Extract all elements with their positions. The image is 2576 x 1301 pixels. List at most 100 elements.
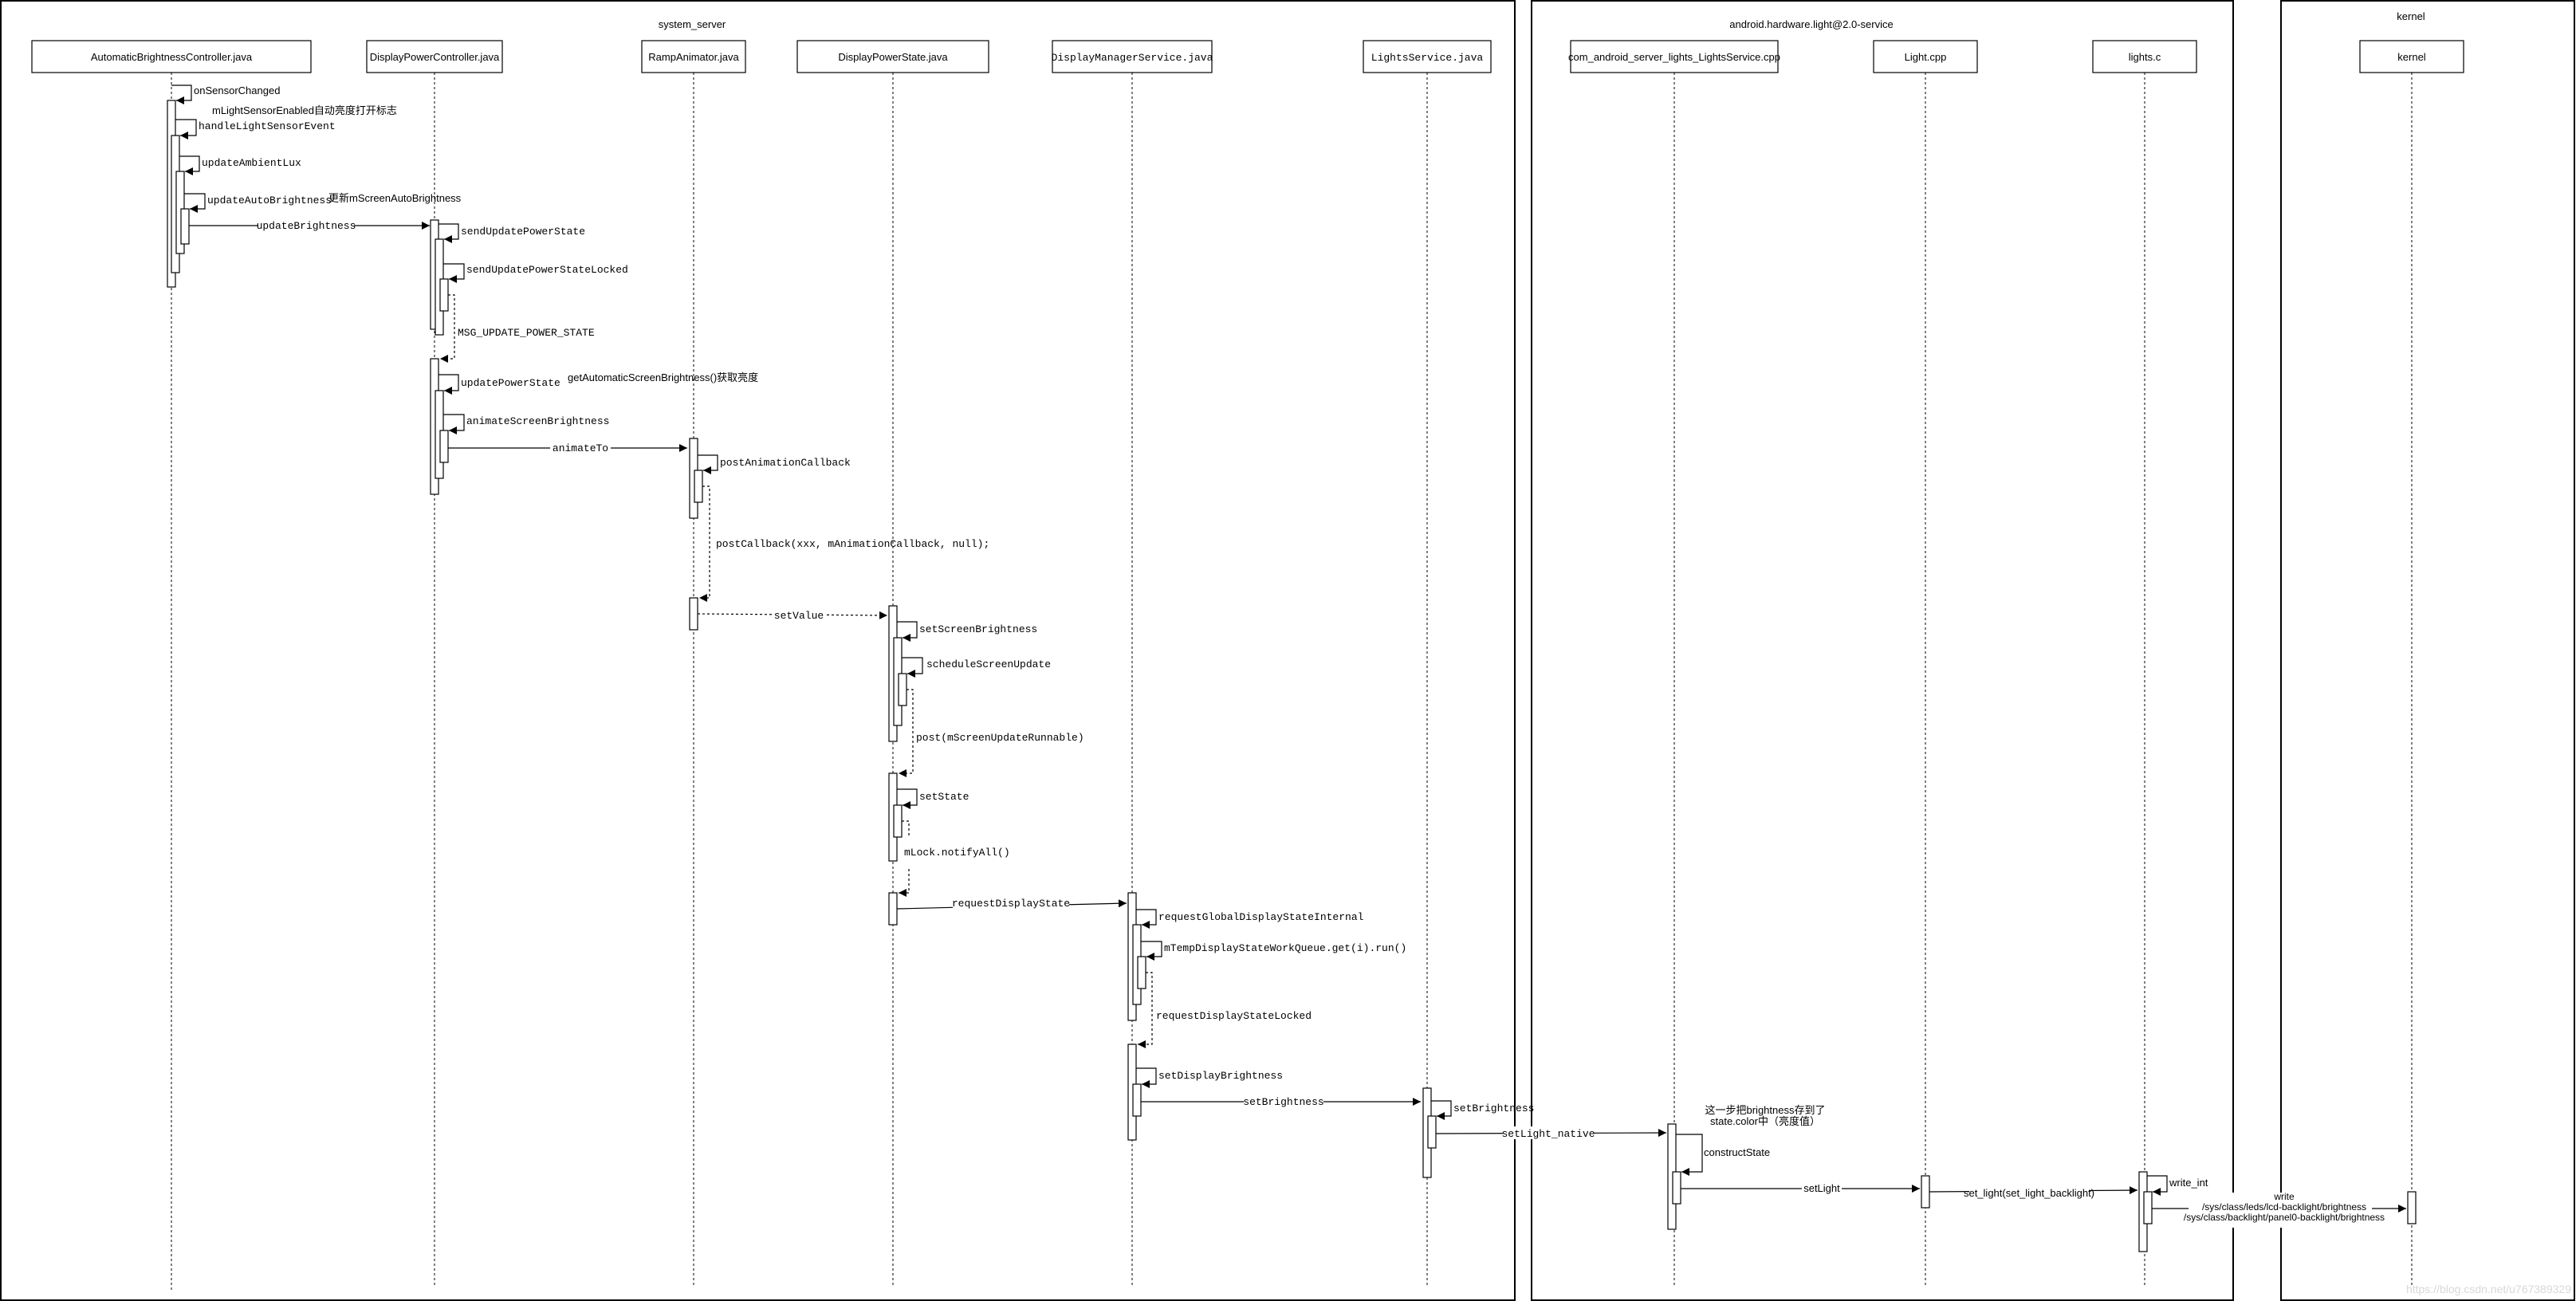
self-call-arrow bbox=[1136, 1067, 1157, 1088]
group-frame-kernel bbox=[2280, 0, 2575, 1301]
msg-label-onSensorChanged: onSensorChanged bbox=[194, 85, 280, 96]
self-call-arrow bbox=[171, 85, 192, 104]
label-bg bbox=[1969, 1187, 2089, 1199]
msg-label-setLight_native: setLight_native bbox=[1501, 1128, 1595, 1140]
activation-bar bbox=[898, 673, 907, 706]
async-arrow bbox=[899, 869, 910, 897]
activation-bar bbox=[1427, 1115, 1437, 1149]
msg-label-postAnimationCallback: postAnimationCallback bbox=[720, 457, 851, 469]
activation-bar bbox=[1137, 956, 1146, 989]
msg-label-setBrightness-self: setBrightness bbox=[1453, 1103, 1534, 1114]
self-call-arrow bbox=[439, 374, 459, 395]
group-label-system-server: system_server bbox=[659, 18, 726, 30]
self-call-arrow bbox=[439, 223, 459, 243]
async-arrow bbox=[899, 689, 914, 777]
msg-label-postCallback: postCallback(xxx, mAnimationCallback, nu… bbox=[716, 538, 989, 550]
label-bg bbox=[1503, 1126, 1594, 1139]
activation-bar bbox=[694, 470, 703, 503]
participant-label: DisplayPowerState.java bbox=[838, 51, 948, 63]
self-call-arrow bbox=[897, 788, 918, 809]
activation-bar bbox=[888, 892, 898, 926]
self-call-arrow bbox=[2147, 1175, 2168, 1196]
msg-label-post-mScreenUpdateRunnable: post(mScreenUpdateRunnable) bbox=[916, 732, 1084, 744]
participant-kernel: kernel bbox=[2359, 40, 2464, 1285]
self-call-arrow bbox=[1141, 941, 1162, 961]
watermark: https://blog.csdn.net/u767389329 bbox=[2406, 1283, 2571, 1295]
group-label-kernel: kernel bbox=[2397, 10, 2425, 22]
self-call-arrow bbox=[1676, 1134, 1703, 1176]
label-bg bbox=[953, 896, 1069, 909]
participant-abc: AutomaticBrightnessController.java bbox=[31, 40, 312, 1291]
text-line: state.color中（亮度值） bbox=[1710, 1115, 1820, 1127]
activation-bar bbox=[893, 804, 903, 838]
msg-label-MSG_UPDATE_POWER_STATE: MSG_UPDATE_POWER_STATE bbox=[458, 327, 595, 339]
async-arrow bbox=[902, 820, 910, 837]
participant-label: AutomaticBrightnessController.java bbox=[91, 51, 253, 63]
self-call-arrow bbox=[184, 193, 206, 213]
self-call-arrow bbox=[902, 657, 923, 678]
label-bg bbox=[1802, 1182, 1842, 1194]
activation-bar bbox=[2407, 1191, 2417, 1224]
async-arrows bbox=[440, 294, 1153, 1048]
msg-label-updateBrightness: updateBrightness bbox=[257, 220, 356, 232]
async-arrow bbox=[699, 485, 710, 602]
msg-label-requestDisplayState: requestDisplayState bbox=[952, 898, 1070, 910]
msg-label-animateScreenBrightness: animateScreenBrightness bbox=[466, 415, 609, 427]
participant-label: LightsService.java bbox=[1371, 52, 1484, 64]
msg-label-animateTo: animateTo bbox=[553, 442, 608, 454]
self-call-arrow bbox=[175, 119, 197, 140]
participant-label: lights.c bbox=[2129, 51, 2161, 63]
msg-label-updateAutoBrightness: updateAutoBrightness bbox=[207, 195, 332, 206]
call-arrows bbox=[171, 85, 2406, 1213]
async-arrow bbox=[697, 611, 888, 619]
text-line: /sys/class/leds/lcd-backlight/brightness bbox=[2202, 1201, 2366, 1213]
participant-label: Light.cpp bbox=[1905, 51, 1947, 63]
notes: mLightSensorEnabled自动亮度打开标志 更新mScreenAut… bbox=[212, 104, 1825, 1127]
msg-label-handleLightSensorEvent: handleLightSensorEvent bbox=[199, 120, 336, 132]
group-frame-light-service bbox=[1531, 0, 2234, 1301]
msg-label-set_light: set_light(set_light_backlight) bbox=[1964, 1187, 2094, 1199]
participant-label: com_android_server_lights_LightsService.… bbox=[1568, 51, 1780, 63]
activation-bar bbox=[689, 597, 698, 631]
msg-label-setValue: setValue bbox=[774, 610, 824, 622]
group-frame-system-server bbox=[0, 0, 1516, 1301]
msg-label-setBrightness: setBrightness bbox=[1243, 1096, 1323, 1108]
text-line: 这一步把brightness存到了 bbox=[1705, 1104, 1826, 1116]
self-call-arrow bbox=[1431, 1100, 1452, 1120]
msg-label-setScreenBrightness: setScreenBrightness bbox=[919, 623, 1037, 635]
msg-label-mTempDisplayStateWorkQueue: mTempDisplayStateWorkQueue.get(i).run() bbox=[1164, 942, 1406, 954]
msg-label-setDisplayBrightness: setDisplayBrightness bbox=[1158, 1070, 1283, 1082]
activation-bar bbox=[1672, 1171, 1681, 1205]
async-arrow bbox=[440, 294, 455, 363]
participant-lightcpp: Light.cpp bbox=[1873, 40, 1978, 1285]
msg-label-constructState: constructState bbox=[1704, 1146, 1770, 1158]
msg-label-write_int: write_int bbox=[2169, 1177, 2208, 1189]
activation-bar bbox=[439, 430, 449, 463]
participant-lightsc: lights.c bbox=[2092, 40, 2197, 1285]
self-call-arrow bbox=[1136, 909, 1157, 929]
self-call-arrow bbox=[443, 263, 465, 283]
msg-label-requestGlobalDisplayStateInternal: requestGlobalDisplayStateInternal bbox=[1158, 911, 1364, 923]
activation-bar bbox=[439, 278, 449, 312]
msg-label-write: write/sys/class/leds/lcd-backlight/brigh… bbox=[2184, 1191, 2385, 1223]
self-call-arrow bbox=[179, 155, 200, 175]
activation-bar bbox=[1921, 1175, 1930, 1209]
msg-label-setLight: setLight bbox=[1803, 1182, 1840, 1194]
participant-dpc: DisplayPowerController.java bbox=[366, 40, 503, 1285]
participant-ls: LightsService.java bbox=[1363, 40, 1492, 1285]
label-bg bbox=[258, 218, 354, 231]
participant-dps: DisplayPowerState.java bbox=[796, 40, 989, 1285]
label-bg bbox=[772, 608, 826, 621]
msg-label-mLock-notifyAll: mLock.notifyAll() bbox=[904, 847, 1010, 859]
label-bg bbox=[550, 441, 611, 454]
label-bg bbox=[1244, 1095, 1323, 1107]
self-call-arrow bbox=[897, 621, 918, 642]
msg-label-sendUpdatePowerStateLocked: sendUpdatePowerStateLocked bbox=[466, 264, 628, 276]
participant-jni: com_android_server_lights_LightsService.… bbox=[1568, 40, 1780, 1285]
msg-label-updatePowerState: updatePowerState bbox=[461, 377, 560, 389]
note-update-mScreenAutoBrightness: 更新mScreenAutoBrightness bbox=[328, 192, 462, 204]
activation-bar bbox=[2143, 1191, 2153, 1224]
participant-label: kernel bbox=[2397, 51, 2426, 63]
